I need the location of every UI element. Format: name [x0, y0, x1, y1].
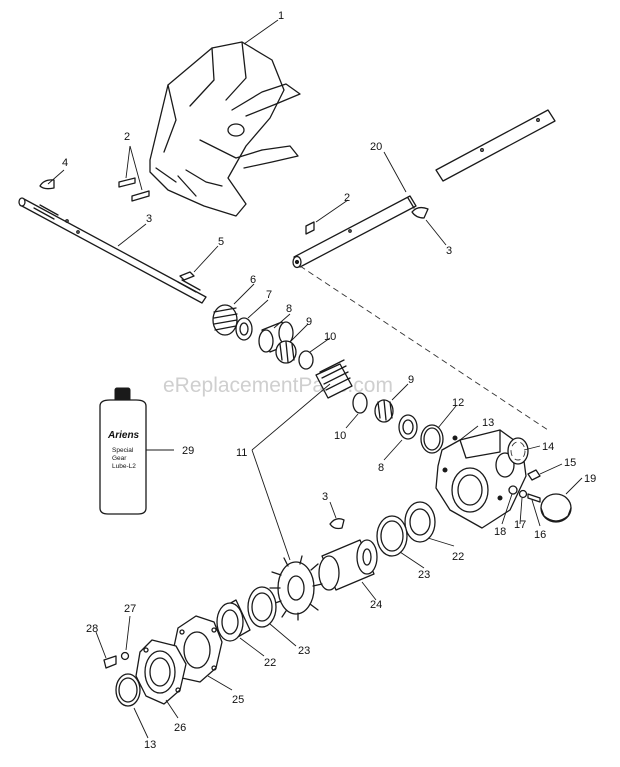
callout-28: 28 — [86, 623, 98, 635]
part-10-spacer — [298, 350, 314, 370]
callout-2: 2 — [124, 131, 130, 143]
callout-10b: 10 — [334, 430, 346, 442]
bottle-label-line2: Gear — [112, 455, 127, 462]
part-26-bearing-housing — [135, 639, 187, 705]
part-2-pins — [118, 177, 150, 202]
part-9-bearing-cone — [275, 340, 297, 364]
callout-17: 17 — [514, 519, 526, 531]
part-28-bolt — [103, 655, 117, 669]
callout-9: 9 — [306, 316, 312, 328]
part-15-plug — [527, 469, 541, 481]
callout-19: 19 — [584, 473, 596, 485]
part-3-key-lower — [329, 518, 345, 530]
callout-4: 4 — [62, 157, 68, 169]
part-2-pin-right — [305, 221, 315, 235]
callout-13b: 13 — [144, 739, 156, 751]
part-16-bolt — [527, 493, 541, 503]
callout-12: 12 — [452, 397, 464, 409]
part-24-hub — [318, 539, 378, 591]
callout-22b: 22 — [264, 657, 276, 669]
part-22-bearing-cup — [404, 501, 436, 543]
part-23-shim — [376, 515, 408, 557]
part-17-lockwasher — [518, 489, 528, 499]
part-3-key-right — [411, 206, 429, 219]
leader-lines — [47, 19, 583, 739]
callout-3: 3 — [146, 213, 152, 225]
callout-6: 6 — [250, 274, 256, 286]
callout-7: 7 — [266, 289, 272, 301]
part-3-main-shaft — [18, 197, 207, 304]
part-12-gasket — [420, 424, 444, 454]
callout-20: 20 — [370, 141, 382, 153]
bottle-label-line3: Lube-L2 — [112, 463, 136, 470]
part-5-key — [179, 271, 195, 281]
callout-5: 5 — [218, 236, 224, 248]
callout-23: 23 — [418, 569, 430, 581]
part-7-washer — [235, 317, 253, 341]
callout-22: 22 — [452, 551, 464, 563]
part-6-worm — [212, 304, 238, 336]
part-27-lockwasher — [120, 651, 130, 661]
part-29-gear-lube-bottle: Ariens Special Gear Lube-L2 — [99, 387, 147, 515]
callout-9b: 9 — [408, 374, 414, 386]
callout-1: 1 — [278, 10, 284, 22]
callout-15: 15 — [564, 457, 576, 469]
part-4-key — [39, 179, 55, 190]
callout-2b: 2 — [344, 192, 350, 204]
part-11-worm-gear — [269, 555, 323, 621]
callout-23b: 23 — [298, 645, 310, 657]
part-9-bearing-cone-right — [374, 399, 394, 423]
callout-25: 25 — [232, 694, 244, 706]
part-14-cover — [507, 437, 529, 465]
callout-27: 27 — [124, 603, 136, 615]
callout-11: 11 — [236, 447, 247, 459]
callout-3c: 3 — [322, 491, 328, 503]
part-1-auger-housing — [149, 41, 301, 217]
upper-shaft-extension — [435, 109, 556, 182]
part-11-worm-middle — [315, 359, 353, 399]
part-8-bearing-cup-right — [398, 414, 418, 440]
bottle-label-line1: Special — [112, 447, 134, 454]
callout-16: 16 — [534, 529, 546, 541]
callout-numbers: 1 2 4 3 2 20 3 5 6 7 8 9 10 9 10 8 12 13… — [62, 10, 596, 751]
callout-24: 24 — [370, 599, 382, 611]
part-10-spacer-right — [352, 392, 368, 414]
part-23-shim-left — [247, 586, 277, 628]
part-13-gasket-lower — [115, 673, 141, 707]
part-18-washer — [508, 485, 518, 495]
callout-13: 13 — [482, 417, 494, 429]
part-13-gear-housing — [435, 429, 527, 529]
bottle-brand: Ariens — [107, 430, 140, 441]
callout-3b: 3 — [446, 245, 452, 257]
part-20-upper-shaft — [292, 195, 417, 269]
callout-14: 14 — [542, 441, 554, 453]
callout-26: 26 — [174, 722, 186, 734]
part-19-cap — [540, 493, 572, 523]
part-22-bearing-cup-left — [216, 599, 251, 642]
callout-8b: 8 — [378, 462, 384, 474]
callout-18: 18 — [494, 526, 506, 538]
callout-29: 29 — [182, 445, 194, 457]
callout-10: 10 — [324, 331, 336, 343]
callout-8: 8 — [286, 303, 292, 315]
alignment-line — [299, 265, 549, 431]
